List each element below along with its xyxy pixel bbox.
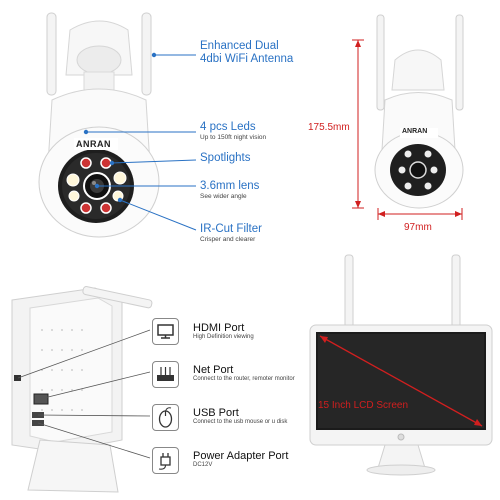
width-dimension-label: 97mm (404, 222, 432, 233)
feature-spotlights-title: Spotlights (200, 152, 251, 164)
feature-antenna-title2: 4dbi WiFi Antenna (200, 53, 294, 65)
feature-ircut: IR-Cut Filter Crisper and clearer (200, 223, 262, 244)
port-hdmi-subtitle: High Definition viewing (193, 334, 254, 340)
feature-leds-title: 4 pcs Leds (200, 121, 256, 133)
port-hdmi-title: HDMI Port (193, 322, 245, 334)
brand-logo: ANRAN (76, 139, 111, 149)
height-dimension-label: 175.5mm (308, 122, 350, 133)
feature-lens-title: 3.6mm lens (200, 180, 260, 192)
port-power-subtitle: DC12V (193, 462, 213, 468)
monitor-icon (152, 318, 179, 345)
feature-ircut-subtitle: Crisper and clearer (200, 236, 256, 243)
feature-lens-subtitle: See wider angle (200, 193, 247, 200)
port-power-title: Power Adapter Port (193, 450, 289, 462)
router-icon (152, 361, 179, 388)
feature-leds: 4 pcs Leds Up to 150ft night vision (200, 121, 266, 142)
port-power: Power Adapter Port DC12V (193, 450, 288, 468)
port-hdmi: HDMI Port High Definition viewing (193, 322, 254, 340)
port-usb-title: USB Port (193, 407, 239, 419)
feature-antenna-title: Enhanced Dual (200, 40, 279, 52)
mouse-icon (152, 404, 179, 431)
feature-lens: 3.6mm lens See wider angle (200, 180, 259, 201)
screen-size-label: 15 Inch LCD Screen (318, 400, 409, 411)
port-net-title: Net Port (193, 364, 234, 376)
feature-spotlights: Spotlights (200, 152, 251, 165)
feature-ircut-title: IR-Cut Filter (200, 223, 262, 235)
port-net: Net Port Connect to the router, remoter … (193, 364, 295, 382)
feature-antenna: Enhanced Dual 4dbi WiFi Antenna (200, 40, 293, 66)
port-usb-subtitle: Connect to the usb mouse or u disk (193, 419, 288, 425)
brand-logo-small: ANRAN (402, 128, 428, 135)
port-net-subtitle: Connect to the router, remoter monitor (193, 376, 295, 382)
feature-leds-subtitle: Up to 150ft night vision (200, 134, 267, 141)
port-usb: USB Port Connect to the usb mouse or u d… (193, 407, 287, 425)
power-plug-icon (152, 447, 179, 474)
